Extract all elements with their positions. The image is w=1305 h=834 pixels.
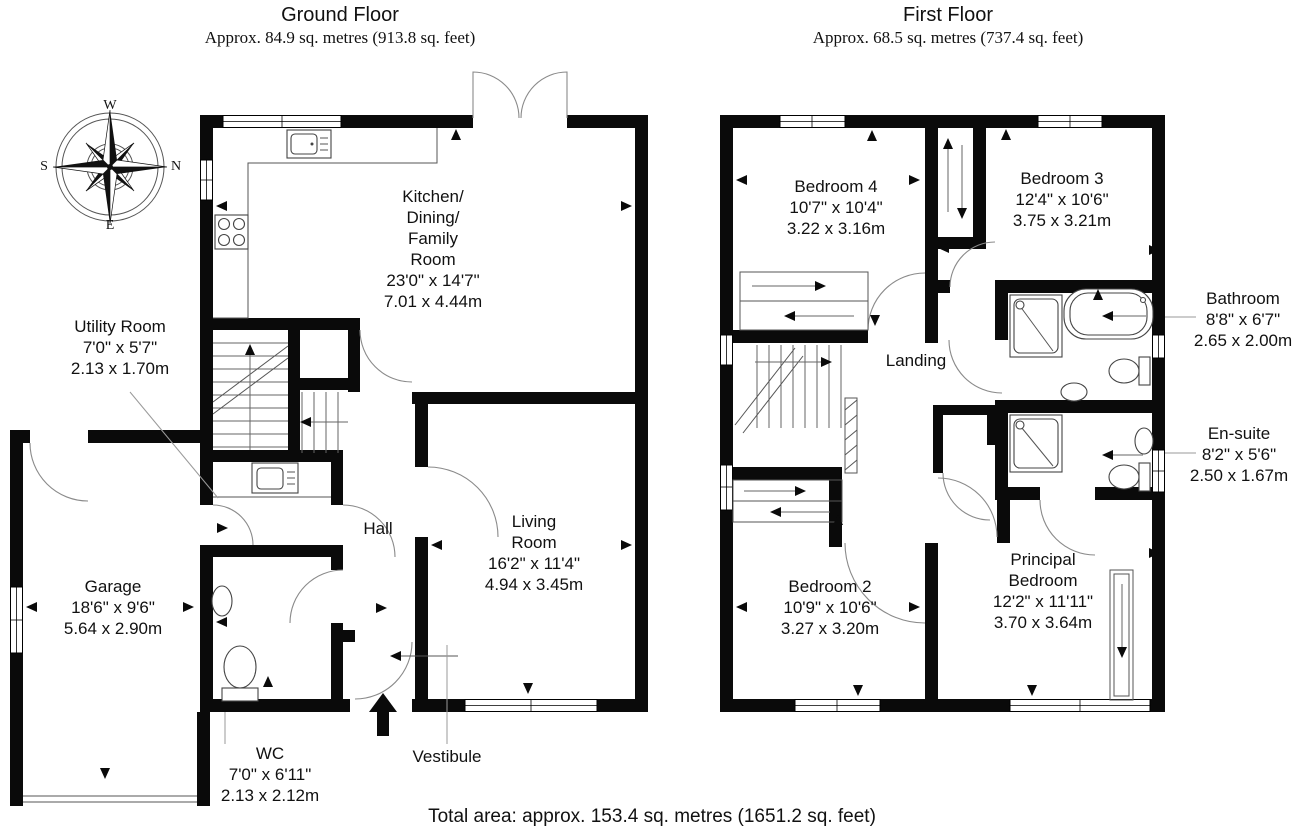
wash-basin-icon: [211, 585, 233, 617]
first-floor-title: First Floor: [903, 4, 993, 26]
room-label-garage: Garage 18'6" x 9'6" 5.64 x 2.90m: [63, 577, 163, 638]
room-label-hall: Hall: [363, 519, 393, 538]
ground-floor-plan: [10, 71, 648, 806]
room-label-wc: WC 7'0" x 6'11" 2.13 x 2.12m: [220, 744, 320, 805]
first-floor-windows: [720, 115, 1165, 712]
kitchen-sink-icon: [286, 129, 332, 159]
room-label-principal-bedroom: Principal Bedroom 12'2" x 11'11" 3.70 x …: [992, 550, 1094, 632]
compass-north-label: N: [170, 159, 182, 174]
compass-east-label: E: [105, 218, 115, 233]
toilet-icon: [1108, 462, 1151, 492]
compass-rose-icon: [52, 109, 168, 225]
ground-floor-walls: [10, 115, 648, 806]
leader-lines-first: [1165, 316, 1196, 454]
bedroom2-wardrobe: [732, 479, 843, 523]
ground-floor-title: Ground Floor: [281, 4, 399, 26]
toilet-icon: [221, 645, 259, 702]
wardrobes: [732, 271, 1134, 701]
leader-lines-ground: [129, 391, 448, 744]
wc-fixtures: [211, 585, 259, 702]
utility-sink-icon: [251, 462, 299, 494]
room-label-ensuite: En-suite 8'2" x 5'6" 2.50 x 1.67m: [1189, 424, 1289, 485]
first-floor-area: Approx. 68.5 sq. metres (737.4 sq. feet): [812, 28, 1084, 47]
measurement-arrows-first: [736, 129, 1160, 696]
ensuite-fixtures: [1009, 414, 1154, 492]
shower-icon: [1009, 414, 1063, 473]
compass-west-label: W: [103, 98, 117, 113]
ground-floor-windows: [10, 115, 598, 712]
first-floor-walls: [720, 115, 1165, 712]
ground-floor-doors: [29, 71, 568, 700]
room-label-living-room: Living Room 16'2" x 11'4" 4.94 x 3.45m: [484, 512, 584, 594]
shower-icon: [1009, 294, 1063, 358]
compass-south-label: S: [40, 159, 48, 174]
room-label-vestibule: Vestibule: [412, 747, 482, 766]
room-label-utility: Utility Room 7'0" x 5'7" 2.13 x 1.70m: [70, 317, 170, 378]
first-floor-doors: [844, 241, 1096, 624]
hob-icon: [214, 214, 249, 250]
utility-fixtures: [213, 462, 331, 498]
bedroom4-wardrobe: [739, 271, 869, 331]
room-label-bedroom3: Bedroom 3 12'4" x 10'6" 3.75 x 3.21m: [1012, 169, 1112, 230]
front-door-arrow: [369, 693, 397, 736]
staircase-ground: [212, 342, 348, 453]
room-label-bathroom: Bathroom 8'8" x 6'7" 2.65 x 2.00m: [1193, 289, 1293, 350]
wash-basin-icon: [1060, 382, 1088, 402]
principal-wardrobe: [1109, 569, 1134, 701]
room-label-bedroom2: Bedroom 2 10'9" x 10'6" 3.27 x 3.20m: [780, 577, 880, 638]
first-floor-plan: [720, 115, 1196, 712]
staircase-first: [734, 345, 858, 474]
bathroom-fixtures: [1009, 288, 1154, 402]
toilet-icon: [1108, 356, 1151, 386]
measurement-arrows-ground: [26, 129, 632, 779]
room-label-kitchen: Kitchen/ Dining/ Family Room 23'0" x 14'…: [383, 187, 483, 311]
bathtub-icon: [1063, 288, 1154, 340]
room-label-bedroom4: Bedroom 4 10'7" x 10'4" 3.22 x 3.16m: [786, 177, 886, 238]
total-area-text: Total area: approx. 153.4 sq. metres (16…: [428, 806, 876, 827]
garage-door: [23, 793, 197, 806]
room-label-landing: Landing: [885, 351, 947, 370]
wash-basin-icon: [1134, 427, 1154, 455]
airing-cupboard: [943, 138, 967, 219]
kitchen-fixtures: [213, 128, 438, 319]
ground-floor-area: Approx. 84.9 sq. metres (913.8 sq. feet): [204, 28, 476, 47]
